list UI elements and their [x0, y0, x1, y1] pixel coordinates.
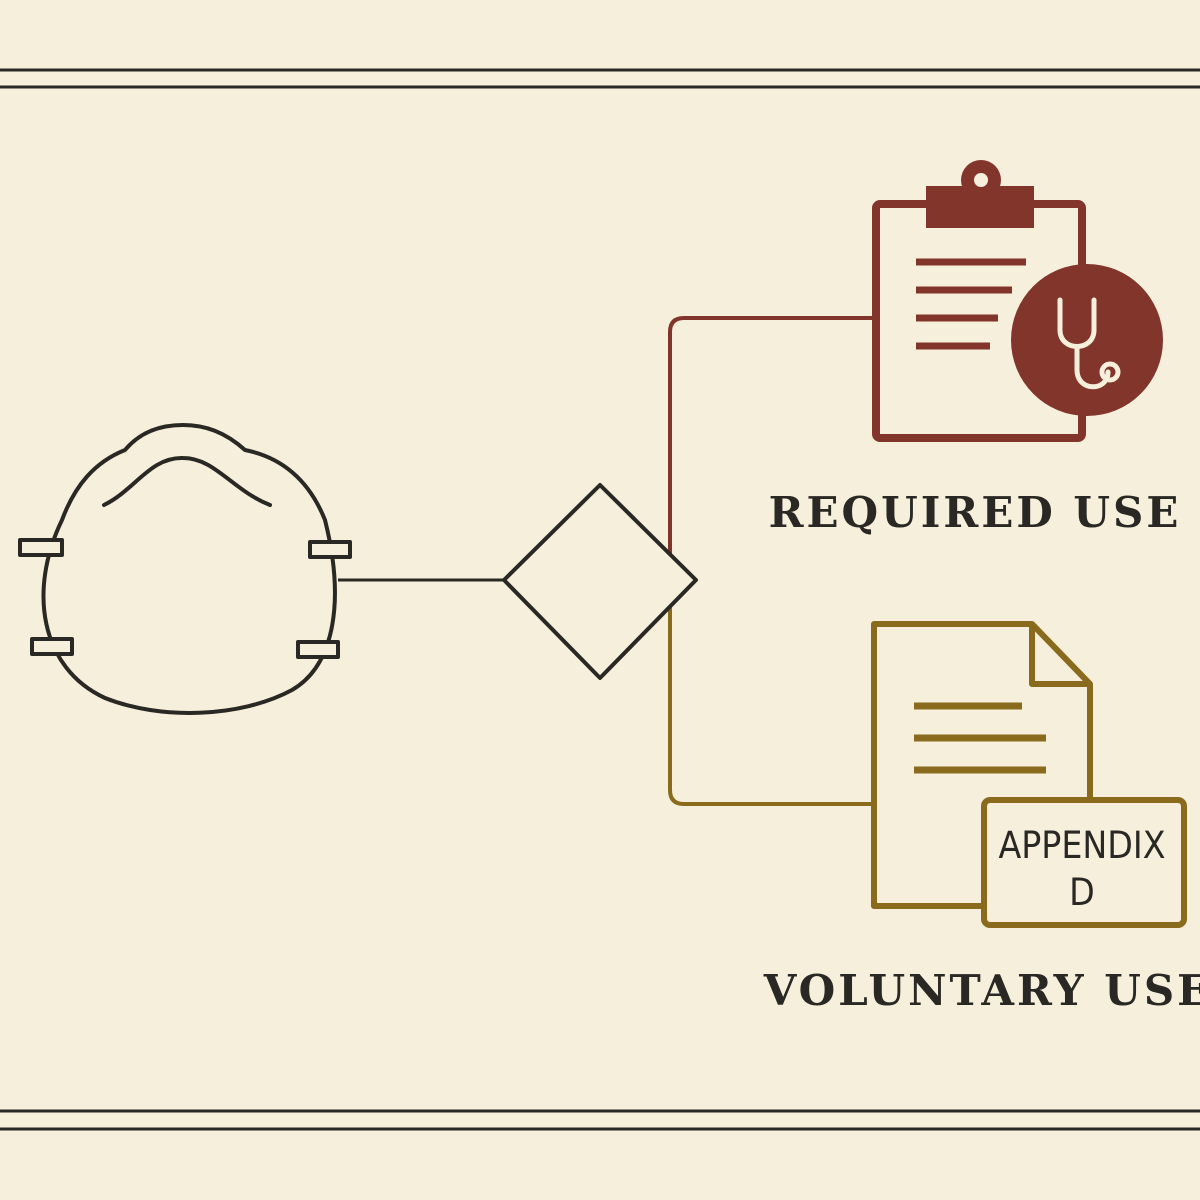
- required-use-label: REQUIRED USE: [769, 488, 1182, 537]
- connector-voluntary-branch: [668, 598, 872, 806]
- appendix-badge-line2: D: [1069, 871, 1095, 914]
- clipboard-stethoscope-icon: [872, 160, 1163, 442]
- document-appendix-icon: [871, 621, 1187, 928]
- appendix-badge-line1: APPENDIX: [998, 824, 1165, 867]
- voluntary-use-label: VOLUNTARY USE: [763, 966, 1200, 1015]
- appendix-badge: [981, 797, 1187, 928]
- decision-diamond-icon: [502, 483, 698, 680]
- bottom-rule: [0, 1109, 1200, 1131]
- top-rule: [0, 68, 1200, 89]
- connector-required-branch: [668, 316, 872, 562]
- respirator-mask-icon: [18, 423, 352, 715]
